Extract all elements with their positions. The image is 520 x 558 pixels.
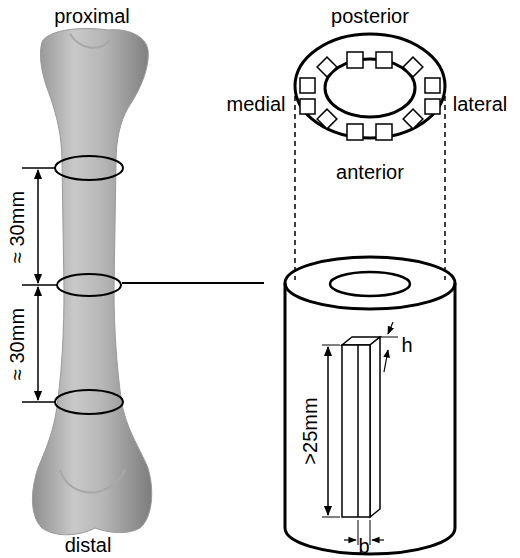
end-label: proximal [54, 6, 130, 26]
section-ring [57, 274, 121, 296]
section-ring [55, 390, 123, 414]
end-label: distal [65, 535, 112, 555]
dimension-label: h [401, 335, 412, 355]
dimension-label: ≈ 30mm [7, 308, 27, 380]
dimension-arrow [327, 347, 329, 515]
section-ring [55, 156, 123, 180]
cross-section [295, 34, 445, 140]
bone-shape [32, 29, 151, 535]
beam-specimen [342, 337, 380, 517]
bone-cylinder [285, 257, 455, 554]
direction-label: posterior [331, 6, 409, 26]
leader-line [122, 282, 264, 284]
dimension-label: >25mm [300, 397, 320, 464]
direction-label: anterior [336, 162, 404, 182]
dimension-arrow [37, 287, 39, 400]
dimension-label: b [358, 536, 369, 556]
direction-label: lateral [453, 94, 507, 114]
dimension-arrow [37, 170, 39, 283]
dimension-label: ≈ 30mm [7, 191, 27, 263]
direction-label: medial [227, 94, 286, 114]
